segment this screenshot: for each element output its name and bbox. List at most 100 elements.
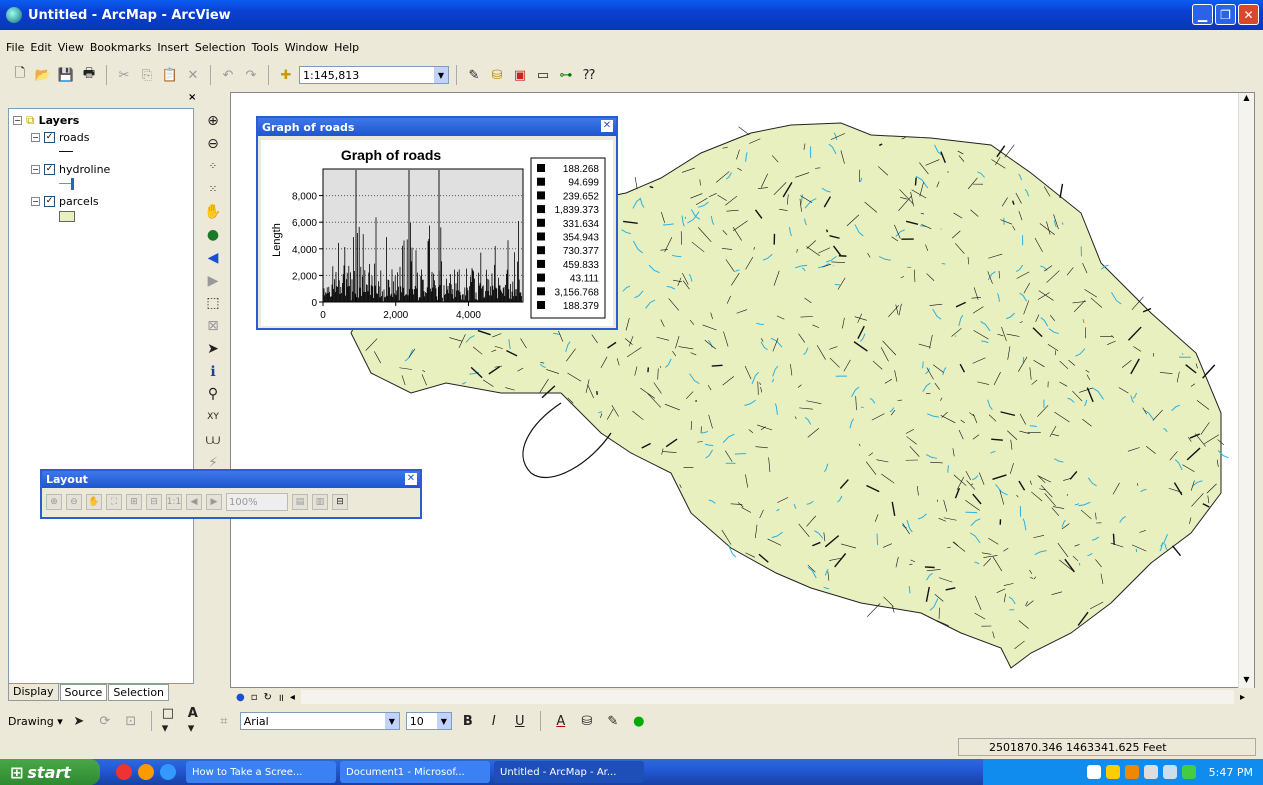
start-button[interactable]: ⊞start xyxy=(0,759,100,785)
marker-color-icon[interactable]: ● xyxy=(633,713,645,729)
vertical-scrollbar[interactable]: ▲ ▼ xyxy=(1238,93,1254,689)
layout-zoom-combo[interactable]: 100% xyxy=(226,493,288,511)
add-data-icon[interactable]: ✚ xyxy=(280,67,292,83)
horizontal-scrollbar[interactable] xyxy=(300,690,1234,704)
menu-selection[interactable]: Selection xyxy=(194,40,246,54)
save-icon[interactable]: 💾 xyxy=(57,67,75,83)
select-elements-icon[interactable]: ➤ xyxy=(207,340,219,357)
pause-drawing-icon[interactable]: ॥ xyxy=(277,693,284,704)
back-extent-icon[interactable]: ◀ xyxy=(207,249,219,266)
bold-button[interactable]: B xyxy=(462,713,473,729)
rectangle-icon[interactable]: □ ▾ xyxy=(161,706,175,736)
arccatalog-icon[interactable]: ⛁ xyxy=(491,67,503,83)
security-tray-icon[interactable] xyxy=(1124,765,1139,779)
scroll-left-icon[interactable]: ◂ xyxy=(289,691,295,703)
minimize-button[interactable]: ▁ xyxy=(1192,4,1213,25)
layout-toolbar-window[interactable]: Layout ✕ ⊕ ⊖ ✋ ⛶ ⊞ ⊟ 1:1 ◀ ▶ 100% ▤ ▥ ⊟ xyxy=(40,469,422,519)
menu-edit[interactable]: Edit xyxy=(30,40,52,54)
scroll-right-icon[interactable]: ▸ xyxy=(1239,691,1245,703)
chevron-down-icon[interactable]: ▼ xyxy=(436,713,451,729)
font-color-button[interactable]: A xyxy=(551,711,571,731)
aim-icon[interactable] xyxy=(116,764,132,780)
line-color-icon[interactable]: ✎ xyxy=(607,713,619,729)
italic-button[interactable]: I xyxy=(491,713,496,729)
command-line-icon[interactable]: ▭ xyxy=(536,67,550,83)
whats-this-help-icon[interactable]: ⁇ xyxy=(583,67,595,83)
internet-explorer-icon[interactable] xyxy=(160,764,176,780)
new-document-icon[interactable]: 🗋 xyxy=(14,66,26,81)
zoom-fixed-out-icon[interactable]: ⊟ xyxy=(146,494,162,510)
toc-root[interactable]: − ⧉ Layers xyxy=(13,113,79,128)
cut-icon[interactable]: ✂ xyxy=(118,67,130,83)
menu-window[interactable]: Window xyxy=(284,40,329,54)
new-text-icon[interactable]: A ▾ xyxy=(187,706,198,736)
pan-icon[interactable]: ✋ xyxy=(204,204,222,221)
toggle-draft-mode-icon[interactable]: ▤ xyxy=(292,494,308,510)
layer-visibility-checkbox[interactable]: ✓ xyxy=(44,196,55,207)
taskbar-button-word[interactable]: Document1 - Microsof... xyxy=(340,761,490,783)
tab-display[interactable]: Display xyxy=(8,684,59,701)
measure-icon[interactable]: ⩊ xyxy=(205,431,221,448)
print-icon[interactable]: 🖶 xyxy=(82,66,96,81)
messenger-tray-icon[interactable] xyxy=(1181,765,1196,779)
layout-zoom-in-icon[interactable]: ⊕ xyxy=(46,494,62,510)
media-player-icon[interactable] xyxy=(138,764,154,780)
full-extent-icon[interactable]: ● xyxy=(206,227,220,244)
menu-tools[interactable]: Tools xyxy=(251,40,279,54)
find-icon[interactable]: ⚲ xyxy=(207,386,219,403)
arctoolbox-icon[interactable]: ▣ xyxy=(513,67,527,83)
drawing-menu[interactable]: Drawing ▾ xyxy=(8,714,63,728)
layout-title-bar[interactable]: Layout ✕ xyxy=(42,471,420,488)
layout-zoom-out-icon[interactable]: ⊖ xyxy=(66,494,82,510)
graph-title-bar[interactable]: Graph of roads ✕ xyxy=(258,118,616,136)
taskbar-button-ie[interactable]: How to Take a Scree... xyxy=(186,761,336,783)
edit-vertices-icon[interactable]: ⌗ xyxy=(220,713,228,729)
data-view-icon[interactable]: ● xyxy=(236,691,245,703)
collapse-icon[interactable]: − xyxy=(31,197,40,206)
collapse-icon[interactable]: − xyxy=(31,133,40,142)
chevron-down-icon[interactable]: ▼ xyxy=(384,713,399,729)
menu-help[interactable]: Help xyxy=(334,40,360,54)
identify-icon[interactable]: ℹ xyxy=(210,363,216,380)
close-button[interactable]: ✕ xyxy=(1238,4,1259,25)
volume-tray-icon[interactable] xyxy=(1143,765,1158,779)
rotate-icon[interactable]: ⟳ xyxy=(99,713,111,729)
menu-bookmarks[interactable]: Bookmarks xyxy=(89,40,152,54)
close-icon[interactable]: ✕ xyxy=(601,120,613,132)
scroll-up-icon[interactable]: ▲ xyxy=(1243,93,1250,102)
toc-close-icon[interactable]: × xyxy=(188,92,197,103)
change-layout-icon[interactable]: ⊟ xyxy=(332,494,348,510)
underline-button[interactable]: U xyxy=(515,713,525,729)
paste-icon[interactable]: 📋 xyxy=(161,67,179,83)
zoom-to-selected-icon[interactable]: ⊡ xyxy=(125,713,137,729)
undo-icon[interactable]: ↶ xyxy=(222,67,234,83)
help-tray-icon[interactable] xyxy=(1086,765,1101,779)
refresh-icon[interactable]: ↻ xyxy=(263,691,272,703)
layout-pan-icon[interactable]: ✋ xyxy=(86,494,102,510)
close-icon[interactable]: ✕ xyxy=(405,473,417,485)
open-folder-icon[interactable]: 📂 xyxy=(34,67,52,83)
fixed-zoom-out-icon[interactable]: ⁙ xyxy=(208,184,218,196)
model-builder-icon[interactable]: ⊶ xyxy=(559,67,573,83)
delete-icon[interactable]: ✕ xyxy=(187,67,199,83)
layer-visibility-checkbox[interactable]: ✓ xyxy=(44,164,55,175)
toc-layer-parcels[interactable]: − ✓ parcels xyxy=(31,195,99,208)
go-to-xy-icon[interactable]: XY xyxy=(207,412,219,423)
layout-view-icon[interactable]: ▫ xyxy=(250,691,258,703)
network-tray-icon[interactable] xyxy=(1105,765,1120,779)
menu-view[interactable]: View xyxy=(57,40,84,54)
hyperlink-icon[interactable]: ⚡ xyxy=(208,454,218,471)
tab-selection[interactable]: Selection xyxy=(108,684,170,701)
next-extent-icon[interactable]: ▶ xyxy=(206,494,222,510)
clear-selection-icon[interactable]: ⊠ xyxy=(207,318,219,335)
editor-toolbar-icon[interactable]: ✎ xyxy=(468,67,480,83)
wireless-tray-icon[interactable] xyxy=(1162,765,1177,779)
scroll-down-icon[interactable]: ▼ xyxy=(1243,675,1250,684)
layer-visibility-checkbox[interactable]: ✓ xyxy=(44,132,55,143)
font-size-combo[interactable]: 10 ▼ xyxy=(405,712,452,730)
toc-layer-roads[interactable]: − ✓ roads xyxy=(31,131,89,144)
fill-color-icon[interactable]: ⛁ xyxy=(581,713,593,729)
font-combo[interactable]: Arial ▼ xyxy=(239,712,400,730)
previous-extent-icon[interactable]: ◀ xyxy=(186,494,202,510)
zoom-in-icon[interactable]: ⊕ xyxy=(207,113,219,130)
